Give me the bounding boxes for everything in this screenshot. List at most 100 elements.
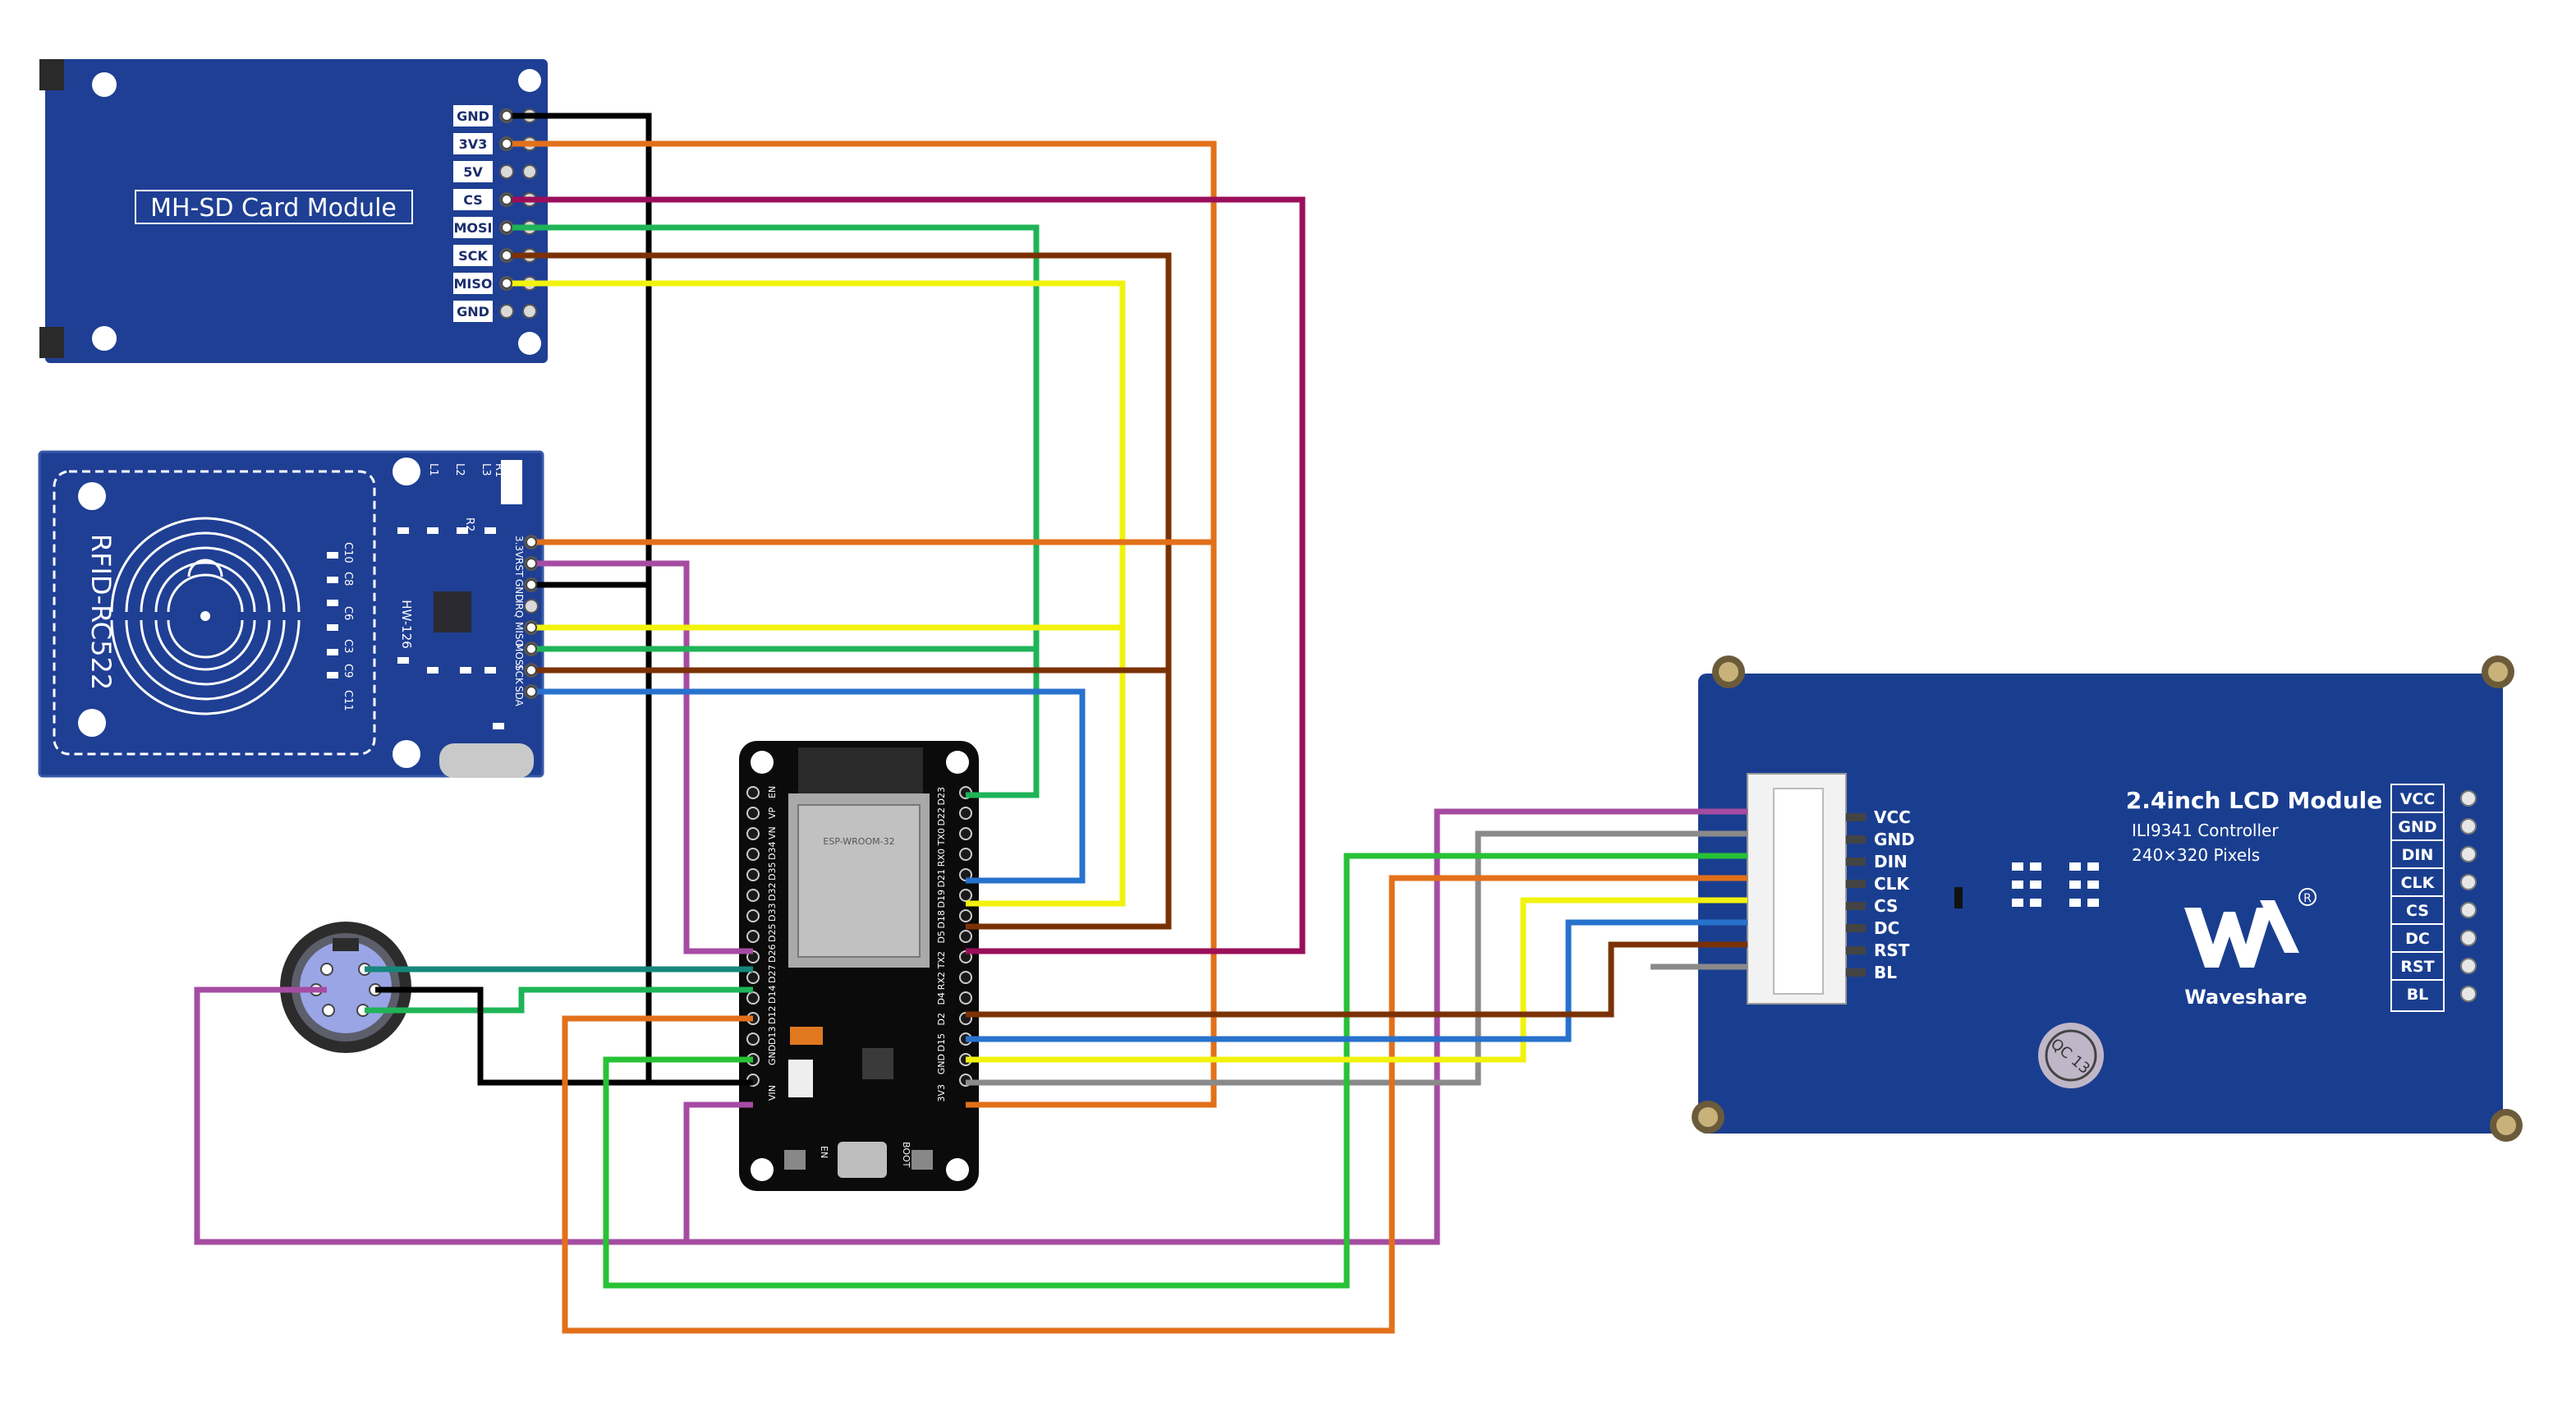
rfid-pin-sda: SDA	[513, 686, 525, 707]
esp32-board: ESP-WROOM-32 EN VP VN D34 D35 D32 D33 D2…	[739, 741, 979, 1191]
svg-text:TX0: TX0	[936, 828, 947, 846]
sd-pin-5v: 5V	[463, 164, 483, 180]
sd-pin-sck: SCK	[458, 248, 488, 264]
svg-text:D2: D2	[936, 1013, 947, 1025]
svg-text:L2: L2	[453, 463, 466, 476]
waveshare-logo: R	[2184, 888, 2317, 968]
lcd-box-bl: BL	[2407, 986, 2429, 1004]
lcd-box-clk: CLK	[2401, 874, 2436, 892]
rfid-pin-sck: SCK	[513, 665, 525, 685]
wire-rfid-rst	[531, 560, 753, 954]
svg-text:D4: D4	[936, 992, 947, 1005]
svg-text:D22: D22	[936, 807, 947, 825]
esp32-left-pin-pads	[746, 786, 760, 1087]
rfid-pin-miso: MISO	[513, 622, 525, 647]
rfid-component-labels: C10 C8 C6 C3 C9 C11 L1 L2 L3 R1 R2	[342, 463, 505, 711]
lcd-title: 2.4inch LCD Module	[2126, 787, 2382, 814]
rfid-pin-mosi: MOSI	[513, 643, 525, 669]
wire-lcd-rst	[966, 941, 1747, 1018]
sd-pin-gnd: GND	[457, 108, 489, 124]
wire-lcd-din	[603, 853, 1747, 1289]
lcd-box-dc: DC	[2405, 930, 2430, 948]
lcd-conn-cs: CS	[1874, 896, 1898, 916]
lcd-smd-parts	[1954, 862, 2099, 908]
svg-text:L3: L3	[480, 463, 492, 476]
wire-ps2-vcc	[194, 808, 1747, 1245]
svg-text:D32: D32	[767, 883, 778, 901]
svg-text:D33: D33	[767, 904, 778, 922]
wire-lcd-gnd	[966, 830, 1747, 1086]
sd-pin-mosi: MOSI	[454, 220, 493, 236]
sd-pin-miso: MISO	[454, 276, 493, 292]
sd-pin-3v3: 3V3	[459, 136, 488, 152]
wire-sd-miso	[507, 280, 1126, 907]
esp32-en-button-label: EN	[819, 1146, 829, 1158]
sd-pin-labels: GND 3V3 5V CS MOSI SCK MISO GND	[453, 105, 493, 322]
rfid-pin-irq: IRQ	[513, 600, 525, 618]
svg-text:D21: D21	[936, 869, 947, 887]
lcd-brand: Waveshare	[2184, 986, 2307, 1009]
wire-ps2-gnd	[375, 986, 753, 1086]
esp32-left-pin-labels: EN VP VN D34 D35 D32 D33 D25 D26 D27 D14…	[767, 786, 778, 1101]
svg-text:RX2: RX2	[936, 972, 947, 990]
wire-lcd-clk	[562, 875, 1747, 1334]
wire-sd-mosi	[507, 224, 1040, 798]
svg-text:D5: D5	[936, 931, 947, 943]
wire-lcd-dc	[966, 919, 1747, 1042]
lcd-conn-dc: DC	[1874, 918, 1899, 938]
lcd-box-rst: RST	[2400, 958, 2434, 976]
svg-text:EN: EN	[767, 786, 778, 798]
wires	[194, 113, 1747, 1334]
lcd-conn-din: DIN	[1874, 852, 1908, 871]
svg-text:R: R	[2303, 892, 2312, 905]
lcd-conn-gnd: GND	[1874, 830, 1915, 849]
sd-pin-gnd2: GND	[457, 304, 489, 320]
lcd-conn-rst: RST	[1874, 940, 1910, 960]
rfid-smd-parts	[327, 527, 504, 729]
wire-sd-3v3	[507, 140, 1217, 1108]
svg-text:D12: D12	[767, 1006, 778, 1024]
svg-text:D14: D14	[767, 986, 778, 1004]
svg-text:GND: GND	[767, 1045, 778, 1065]
svg-text:D18: D18	[936, 910, 947, 928]
svg-text:C3: C3	[342, 639, 354, 653]
esp32-module-label: ESP-WROOM-32	[823, 836, 894, 847]
svg-text:C8: C8	[342, 572, 354, 586]
sd-module-title: MH-SD Card Module	[150, 194, 397, 223]
wire-lcd-cs	[966, 897, 1747, 1063]
lcd-standoffs	[1692, 655, 2523, 1142]
svg-text:D13: D13	[767, 1027, 778, 1045]
esp32-right-pin-labels: D23 D22 TX0 RX0 D21 D19 D18 D5 TX2 RX2 D…	[936, 787, 947, 1102]
wire-ps2-clock	[365, 986, 753, 1014]
svg-text:TX2: TX2	[936, 951, 947, 969]
svg-text:C6: C6	[342, 606, 354, 620]
lcd-controller: ILI9341 Controller	[2132, 821, 2279, 840]
svg-text:C9: C9	[342, 664, 354, 678]
antenna-waves	[110, 517, 301, 715]
svg-text:D35: D35	[767, 862, 778, 881]
lcd-box-cs: CS	[2406, 902, 2429, 920]
lcd-box-gnd: GND	[2398, 818, 2436, 836]
sd-pin-cs: CS	[463, 192, 483, 208]
svg-text:C11: C11	[342, 690, 354, 711]
lcd-module: VCC GND DIN CLK CS DC RST BL 2.4inch LCD…	[1692, 655, 2523, 1142]
rfid-pin-rst: RST	[513, 558, 525, 577]
lcd-box-pads	[2460, 790, 2477, 1002]
lcd-conn-bl: BL	[1874, 963, 1897, 982]
lcd-conn-vcc: VCC	[1874, 807, 1911, 827]
svg-text:GND: GND	[936, 1054, 947, 1074]
svg-text:R2: R2	[463, 517, 475, 531]
rfid-title: RFID-RC522	[85, 534, 117, 690]
wire-sd-sck	[507, 252, 1172, 930]
lcd-connector-pins	[1846, 813, 1866, 977]
rfid-pin-3v3: 3.3V	[513, 536, 525, 559]
lcd-pin-box: VCC GND DIN CLK CS DC RST BL	[2390, 784, 2445, 1012]
svg-text:D27: D27	[767, 965, 778, 983]
svg-text:D19: D19	[936, 890, 947, 908]
svg-text:L1: L1	[427, 463, 439, 476]
svg-text:C10: C10	[342, 542, 354, 563]
svg-text:D26: D26	[767, 945, 778, 963]
svg-text:D34: D34	[767, 842, 778, 860]
rfid-module: RFID-RC522 HW-126 3.3V RST GND IRQ MISO …	[38, 450, 544, 778]
